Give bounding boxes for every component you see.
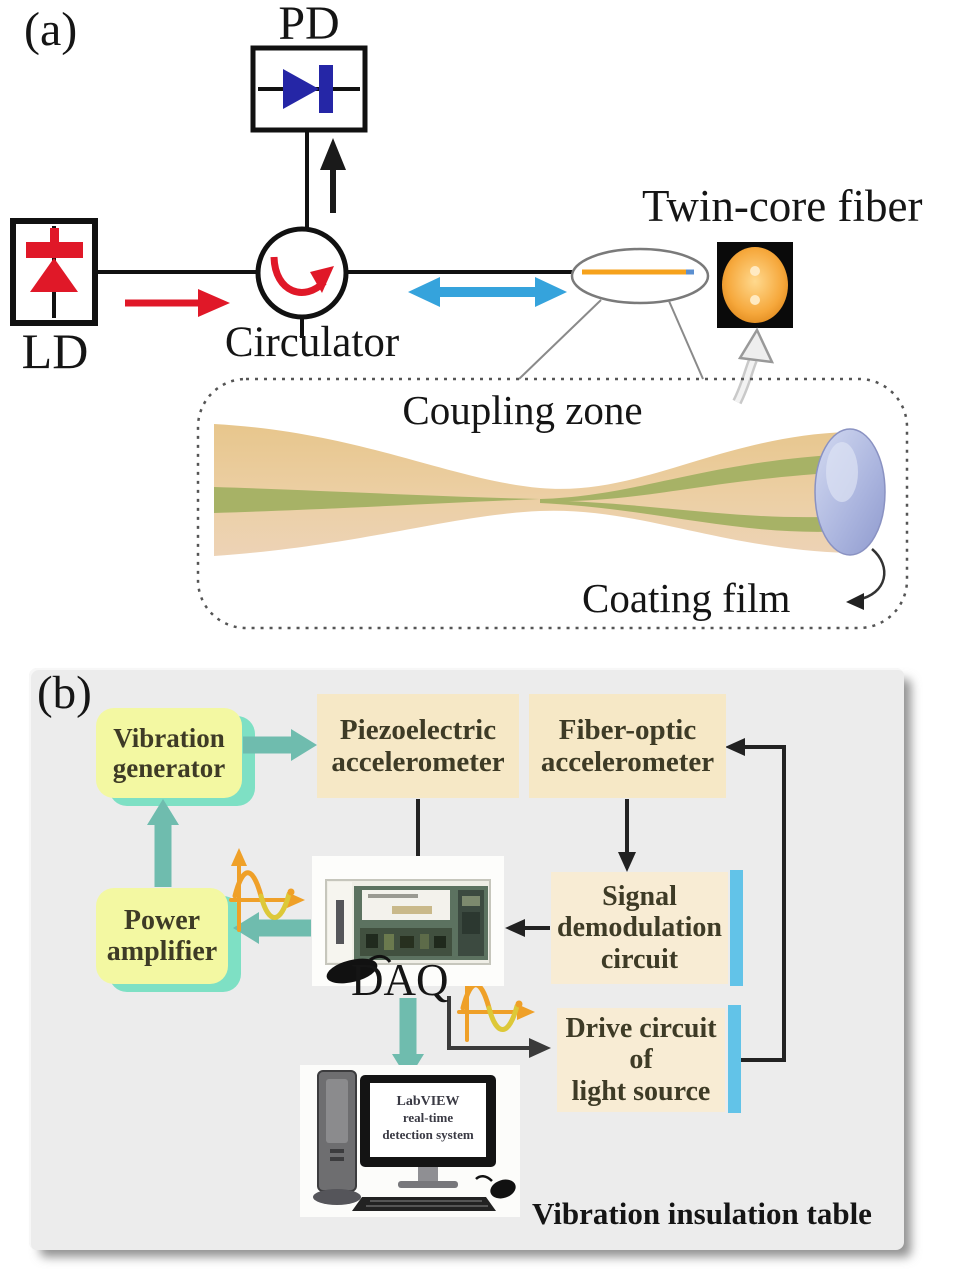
drive-line2: of xyxy=(629,1044,653,1076)
pc-tower xyxy=(313,1070,361,1205)
ld-box xyxy=(10,218,98,326)
panel-b: (b) Vibration generator Power amplifier … xyxy=(29,667,904,1250)
power-amplifier-line2: amplifier xyxy=(106,936,218,967)
fiber-core-upper-right xyxy=(540,454,848,502)
demod-line2: demodulation xyxy=(557,912,722,944)
fiber-accel-line2: accelerometer xyxy=(540,746,715,778)
circulator-arrowhead xyxy=(310,266,334,293)
blue-bar-drive xyxy=(728,1005,741,1113)
curved-arrow-icon xyxy=(732,327,775,405)
dashed-zoom-box xyxy=(196,377,909,630)
laser-diode-icon xyxy=(26,228,83,292)
panel-b-tag: (b) xyxy=(37,667,92,719)
piezo-line2: accelerometer xyxy=(331,746,505,778)
pd-label: PD xyxy=(278,0,340,50)
coating-film-label: Coating film xyxy=(582,575,791,621)
labview-line2: real-time xyxy=(403,1110,454,1125)
fiber-core-lower-right xyxy=(540,500,848,532)
daq-photo xyxy=(312,856,504,986)
vibration-generator-box: Vibration generator xyxy=(96,708,242,798)
signal-demodulation-box: Signal demodulation circuit xyxy=(551,872,728,984)
labview-line3: detection system xyxy=(382,1127,474,1142)
piezo-line1: Piezoelectric xyxy=(339,713,497,746)
power-amplifier-line1: Power xyxy=(123,904,201,936)
sine-wave-icon-1 xyxy=(229,848,305,932)
arrow-daq-to-pa xyxy=(233,912,311,944)
blue-double-arrow-icon xyxy=(408,277,567,307)
power-amplifier-box: Power amplifier xyxy=(96,888,228,984)
fiber-core-left xyxy=(214,487,540,513)
mouse-icon xyxy=(326,954,392,984)
arrow-vg-to-piezo xyxy=(243,729,317,761)
computer-illustration: LabVIEW real-time detection system xyxy=(300,1065,520,1217)
labview-line1: LabVIEW xyxy=(396,1094,459,1109)
twin-core-fiber-image xyxy=(717,242,793,328)
piezoelectric-accelerometer-box: Piezoelectric accelerometer xyxy=(317,694,519,798)
magnify-lines xyxy=(518,299,704,380)
drive-circuit-box: Drive circuit of light source xyxy=(557,1008,725,1112)
vibration-generator-line2: generator xyxy=(112,753,226,783)
circulator-label: Circulator xyxy=(224,319,400,366)
up-arrow-icon xyxy=(320,138,346,213)
vibration-insulation-table-caption: Vibration insulation table xyxy=(532,1196,872,1231)
fiber-link-lines xyxy=(95,128,580,338)
monitor: LabVIEW real-time detection system xyxy=(360,1075,496,1188)
red-arrow-icon xyxy=(125,289,230,317)
tapered-fiber-illustration xyxy=(214,424,886,556)
circulator-symbol xyxy=(255,226,349,320)
fiber-cladding xyxy=(214,424,848,556)
drive-line3: light source xyxy=(571,1075,711,1107)
arrow-daq-to-drive xyxy=(447,996,551,1058)
coating-film-pointer xyxy=(846,548,886,610)
fiber-optic-accelerometer-box: Fiber-optic accelerometer xyxy=(529,694,726,798)
panel-a-graphics xyxy=(10,45,909,630)
arrow-fiber-to-demod xyxy=(618,799,636,872)
daq-label: DAQ xyxy=(351,955,449,1005)
feedback-loop-line xyxy=(725,738,786,1062)
blue-bar-demod xyxy=(730,870,743,986)
arrow-pa-to-vg xyxy=(147,799,179,887)
drive-line1: Drive circuit xyxy=(565,1012,717,1044)
ld-label: LD xyxy=(21,323,89,379)
mouse-icon-2 xyxy=(475,1175,516,1199)
arrow-demod-to-daq xyxy=(505,919,550,937)
coupling-zone-label: Coupling zone xyxy=(402,387,643,433)
keyboard-icon xyxy=(352,1197,496,1211)
fiber-accel-line1: Fiber-optic xyxy=(558,713,697,746)
pd-box xyxy=(250,45,368,133)
demod-line3: circuit xyxy=(600,943,679,975)
photodiode-icon xyxy=(283,65,333,113)
taper-region-ellipse xyxy=(570,247,710,305)
vibration-generator-line1: Vibration xyxy=(113,722,225,753)
twin-core-fiber-label: Twin-core fiber xyxy=(642,181,923,231)
demod-line1: Signal xyxy=(602,880,677,912)
panel-a-tag: (a) xyxy=(24,3,78,56)
